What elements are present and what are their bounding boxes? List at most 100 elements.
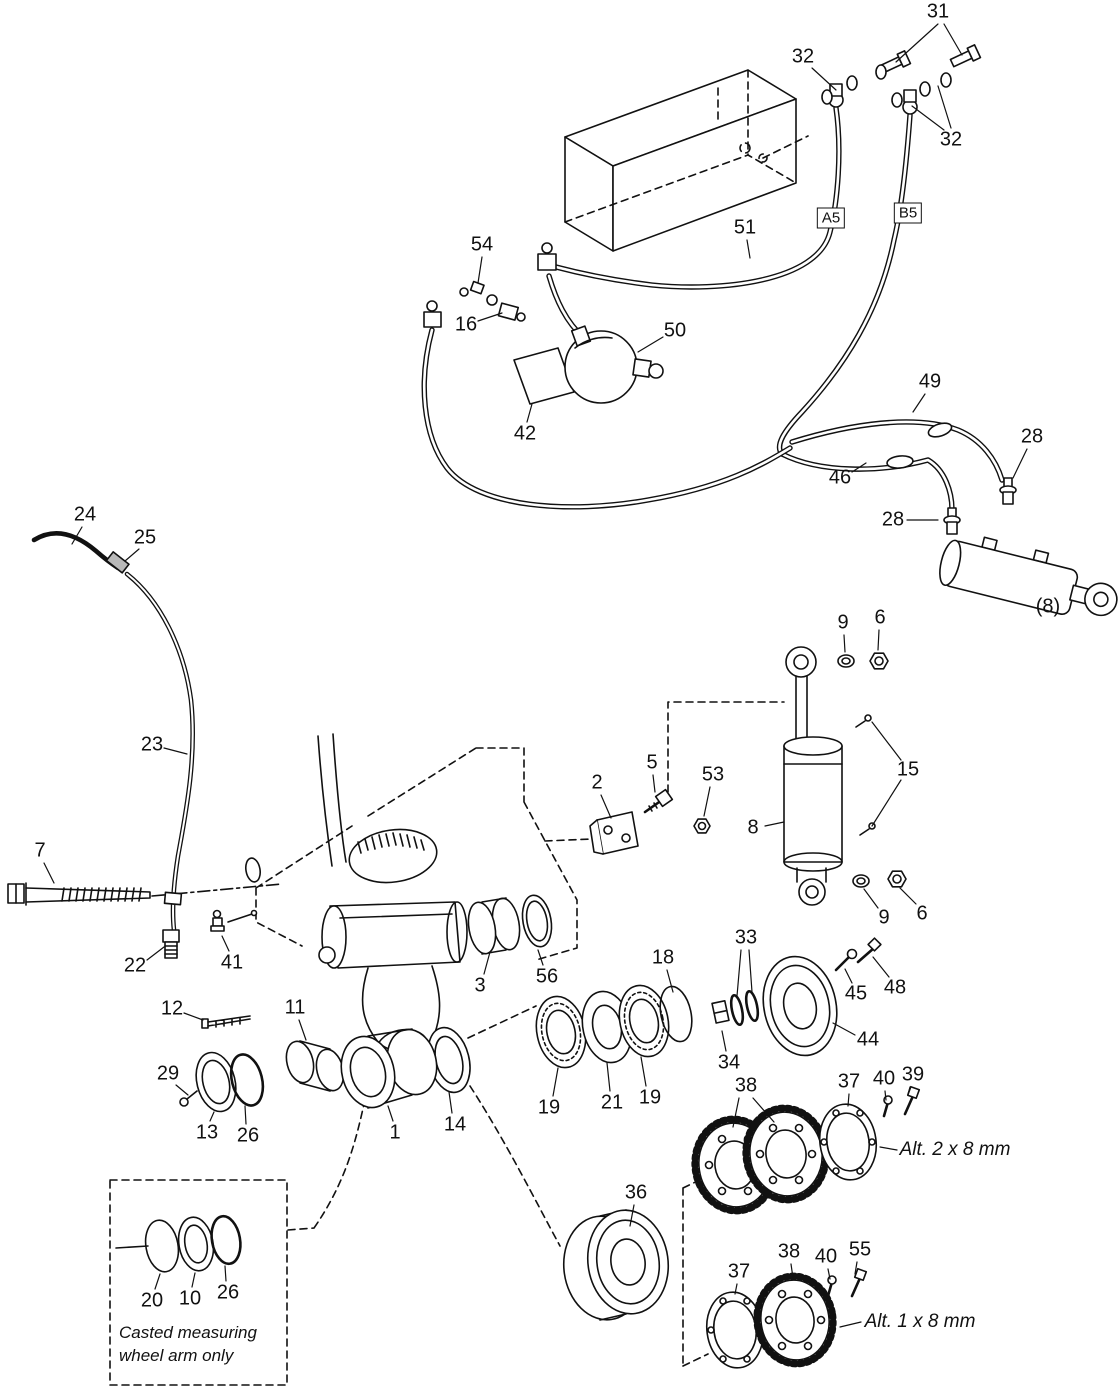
snap-ring-18 [659,985,693,1043]
leader-38b [790,1263,794,1279]
leader-29 [175,1084,189,1096]
o-ring-33 [744,989,760,1023]
leader-10 [191,1272,196,1288]
key-34 [711,999,730,1024]
bearing-housing-36 [562,1209,670,1321]
leader-32b [911,105,945,131]
leader-alt1 [839,1321,862,1328]
leader-50 [637,336,664,353]
leader-16 [477,312,503,322]
leader-28a [1012,448,1028,479]
banjo-bolt-31 [949,44,982,68]
frame-outline [244,733,578,961]
bolt-39 [903,1085,921,1116]
leader-56 [537,949,544,966]
leader-lines [43,23,1028,1328]
leader-15 [871,779,902,827]
bolt-40 [826,1275,837,1298]
leader-51 [746,239,751,259]
fitting-28 [943,507,961,535]
leader-7 [43,862,55,884]
leader-44 [832,1022,856,1036]
leader-24 [71,526,83,545]
leader-12 [183,1012,204,1021]
fitting-16 [497,302,526,322]
disc-10 [177,1216,215,1272]
fitting-28 [999,477,1017,505]
leader-31 [895,23,939,63]
leader-36 [629,1204,635,1227]
control-box [564,69,809,252]
leader-9b [863,888,879,909]
screw-12 [201,1015,251,1029]
o-ring-33 [729,993,745,1027]
leader-19a [552,1067,559,1097]
elbow-fitting [537,242,557,271]
sprocket-group-bottom [705,1267,868,1369]
top-fittings [423,44,982,328]
washer-32 [919,81,931,97]
spacer-11 [285,1040,345,1092]
leader-5 [652,774,656,793]
grease-nipple-41 [210,909,258,932]
leader-41 [221,935,230,952]
leader-1 [387,1105,394,1122]
leader-33 [736,949,742,997]
o-ring-26 [229,1053,265,1107]
spacer-ring-37 [818,1103,878,1181]
leader-25 [124,548,140,562]
assembly-connector-lines [287,701,785,1367]
leader-alt2 [879,1146,898,1151]
leader-32a [811,67,837,91]
bearing-parts [467,894,882,1069]
leader-38a [732,1097,740,1128]
leader-8 [764,821,785,827]
hose-coupling [927,422,953,438]
washer-32 [940,72,952,88]
bolt-40 [882,1095,893,1118]
leader-46 [851,462,867,473]
leader-48 [872,956,890,978]
bolt-48 [856,937,882,964]
leader-31 [943,23,963,56]
leader-38a [752,1097,775,1123]
leader-33 [748,949,753,993]
leader-32b [937,85,952,129]
note-box [109,1179,288,1386]
bearing-housing-44 [762,955,838,1057]
o-ring-26 [210,1214,242,1266]
leader-21 [606,1062,611,1092]
sensor-bracket-2 [589,788,711,855]
leader-26a [244,1105,247,1125]
control-cable [31,530,258,959]
pressure-switch-50 [513,325,664,405]
leader-6b [899,887,917,905]
leader-22 [146,946,165,961]
bolt-7 [7,882,283,906]
fitting-54 [459,280,498,306]
leader-49 [912,393,926,413]
leader-45 [844,968,853,984]
leader-13 [209,1111,215,1122]
sprocket-38 [753,1272,837,1368]
leader-15 [871,721,902,761]
bearing-19 [618,984,670,1058]
leader-18 [666,969,674,993]
bushing-3 [467,897,521,955]
hose-49 [789,419,1005,483]
washer-9 [837,654,855,668]
flange-14 [427,1026,471,1094]
bolt-5 [643,788,674,814]
hydraulic-hoses [421,105,1005,513]
leader-6a [877,629,880,651]
elbow-fitting [423,300,442,328]
grease-fitting-15 [855,714,872,728]
leader-40a [884,1090,887,1101]
hose-coupling [886,455,914,469]
nut-6 [869,652,889,670]
cable-ferrule-25 [105,551,130,574]
hose-b5 [776,112,913,457]
leader-39 [907,1086,911,1095]
